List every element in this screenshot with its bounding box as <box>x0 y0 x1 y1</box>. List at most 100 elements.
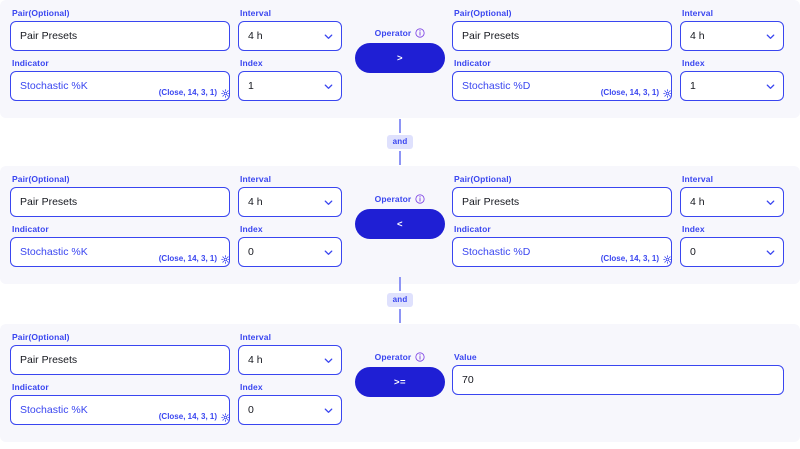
pair-input[interactable]: Pair Presets <box>452 187 672 217</box>
indicator-label: Indicator <box>12 382 49 392</box>
indicator-index-row: Indicator Stochastic %D (Close, 14, 3, 1… <box>452 224 784 267</box>
index-value: 0 <box>248 403 254 416</box>
chevron-down-icon <box>323 355 334 366</box>
logic-connector: and <box>0 276 800 324</box>
left-operand-panel: Pair(Optional) Pair Presets Interval 4 h… <box>10 8 342 101</box>
pair-input[interactable]: Pair Presets <box>452 21 672 51</box>
condition-row: Pair(Optional) Pair Presets Interval 4 h… <box>0 324 800 442</box>
interval-label: Interval <box>682 174 714 184</box>
indicator-params[interactable]: (Close, 14, 3, 1) <box>159 412 230 422</box>
indicator-label: Indicator <box>454 224 491 234</box>
connector-line-top <box>399 119 401 133</box>
indicator-input[interactable]: Stochastic %D <box>452 237 672 267</box>
chevron-down-icon <box>323 247 334 258</box>
indicator-params-text: (Close, 14, 3, 1) <box>158 254 217 263</box>
condition-row: Pair(Optional) Pair Presets Interval 4 h… <box>0 166 800 284</box>
operator-label: Operator <box>374 28 412 38</box>
indicator-index-row: Indicator Stochastic %D (Close, 14, 3, 1… <box>452 58 784 101</box>
index-value: 1 <box>690 79 696 92</box>
info-circle-icon[interactable] <box>415 352 425 362</box>
indicator-params-text: (Close, 14, 3, 1) <box>600 88 659 97</box>
right-operand-panel: Pair(Optional) Pair Presets Interval 4 h… <box>452 174 784 267</box>
interval-value: 4 h <box>248 353 263 366</box>
indicator-label: Indicator <box>454 58 491 68</box>
indicator-input[interactable]: Stochastic %K <box>10 237 230 267</box>
indicator-params[interactable]: (Close, 14, 3, 1) <box>159 88 230 98</box>
pair-input[interactable]: Pair Presets <box>10 21 230 51</box>
pair-field: Pair(Optional) Pair Presets <box>10 332 230 375</box>
index-label: Index <box>240 224 263 234</box>
index-value: 0 <box>248 245 254 258</box>
indicator-field: Indicator Stochastic %D (Close, 14, 3, 1… <box>452 58 672 101</box>
interval-value: 4 h <box>690 195 705 208</box>
operator-button[interactable]: >= <box>355 367 445 397</box>
index-label: Index <box>682 224 705 234</box>
index-field: Index 0 <box>238 382 342 425</box>
logic-operator-chip[interactable]: and <box>386 293 414 307</box>
pair-interval-row: Pair(Optional) Pair Presets Interval 4 h <box>10 8 342 51</box>
pair-field: Pair(Optional) Pair Presets <box>10 8 230 51</box>
indicator-params-text: (Close, 14, 3, 1) <box>158 412 217 421</box>
operator-header: Operator <box>355 352 445 362</box>
index-field: Index 0 <box>238 224 342 267</box>
info-circle-icon[interactable] <box>415 28 425 38</box>
operator-label: Operator <box>374 194 412 204</box>
indicator-field: Indicator Stochastic %K (Close, 14, 3, 1… <box>10 224 230 267</box>
gear-icon[interactable] <box>221 254 230 264</box>
interval-field: Interval 4 h <box>238 8 342 51</box>
indicator-index-row: Indicator Stochastic %K (Close, 14, 3, 1… <box>10 382 342 425</box>
left-operand-panel: Pair(Optional) Pair Presets Interval 4 h… <box>10 332 342 425</box>
gear-icon[interactable] <box>221 412 230 422</box>
indicator-input[interactable]: Stochastic %K <box>10 395 230 425</box>
pair-field: Pair(Optional) Pair Presets <box>452 174 672 217</box>
pair-label: Pair(Optional) <box>454 174 512 184</box>
operator-button[interactable]: < <box>355 209 445 239</box>
index-field: Index 1 <box>238 58 342 101</box>
chevron-down-icon <box>323 81 334 92</box>
info-circle-icon[interactable] <box>415 194 425 204</box>
operator-button[interactable]: > <box>355 43 445 73</box>
logic-operator-chip[interactable]: and <box>386 135 414 149</box>
pair-field: Pair(Optional) Pair Presets <box>452 8 672 51</box>
interval-select[interactable]: 4 h <box>238 345 342 375</box>
gear-icon[interactable] <box>663 88 672 98</box>
interval-field: Interval 4 h <box>238 332 342 375</box>
indicator-params[interactable]: (Close, 14, 3, 1) <box>159 254 230 264</box>
pair-input[interactable]: Pair Presets <box>10 187 230 217</box>
indicator-input[interactable]: Stochastic %K <box>10 71 230 101</box>
value-label: Value <box>454 352 477 362</box>
value-input[interactable]: 70 <box>452 365 784 395</box>
pair-field: Pair(Optional) Pair Presets <box>10 174 230 217</box>
chevron-down-icon <box>323 197 334 208</box>
gear-icon[interactable] <box>663 254 672 264</box>
chevron-down-icon <box>765 81 776 92</box>
operator-label: Operator <box>374 352 412 362</box>
pair-interval-row: Pair(Optional) Pair Presets Interval 4 h <box>10 174 342 217</box>
connector-line-top <box>399 277 401 291</box>
interval-select[interactable]: 4 h <box>238 187 342 217</box>
interval-select[interactable]: 4 h <box>680 187 784 217</box>
interval-select[interactable]: 4 h <box>680 21 784 51</box>
interval-select[interactable]: 4 h <box>238 21 342 51</box>
chevron-down-icon <box>765 247 776 258</box>
operator-group: Operator > <box>355 28 445 73</box>
pair-label: Pair(Optional) <box>12 8 70 18</box>
indicator-params[interactable]: (Close, 14, 3, 1) <box>601 88 672 98</box>
index-select[interactable]: 0 <box>238 395 342 425</box>
index-select[interactable]: 1 <box>238 71 342 101</box>
indicator-input[interactable]: Stochastic %D <box>452 71 672 101</box>
pair-label: Pair(Optional) <box>12 332 70 342</box>
indicator-label: Indicator <box>12 58 49 68</box>
value-panel: Value 70 <box>452 352 784 395</box>
interval-field: Interval 4 h <box>238 174 342 217</box>
index-field: Index 1 <box>680 58 784 101</box>
gear-icon[interactable] <box>221 88 230 98</box>
indicator-index-row: Indicator Stochastic %K (Close, 14, 3, 1… <box>10 224 342 267</box>
operator-group: Operator >= <box>355 352 445 397</box>
pair-input[interactable]: Pair Presets <box>10 345 230 375</box>
chevron-down-icon <box>323 31 334 42</box>
index-select[interactable]: 0 <box>680 237 784 267</box>
index-select[interactable]: 1 <box>680 71 784 101</box>
index-select[interactable]: 0 <box>238 237 342 267</box>
indicator-params[interactable]: (Close, 14, 3, 1) <box>601 254 672 264</box>
